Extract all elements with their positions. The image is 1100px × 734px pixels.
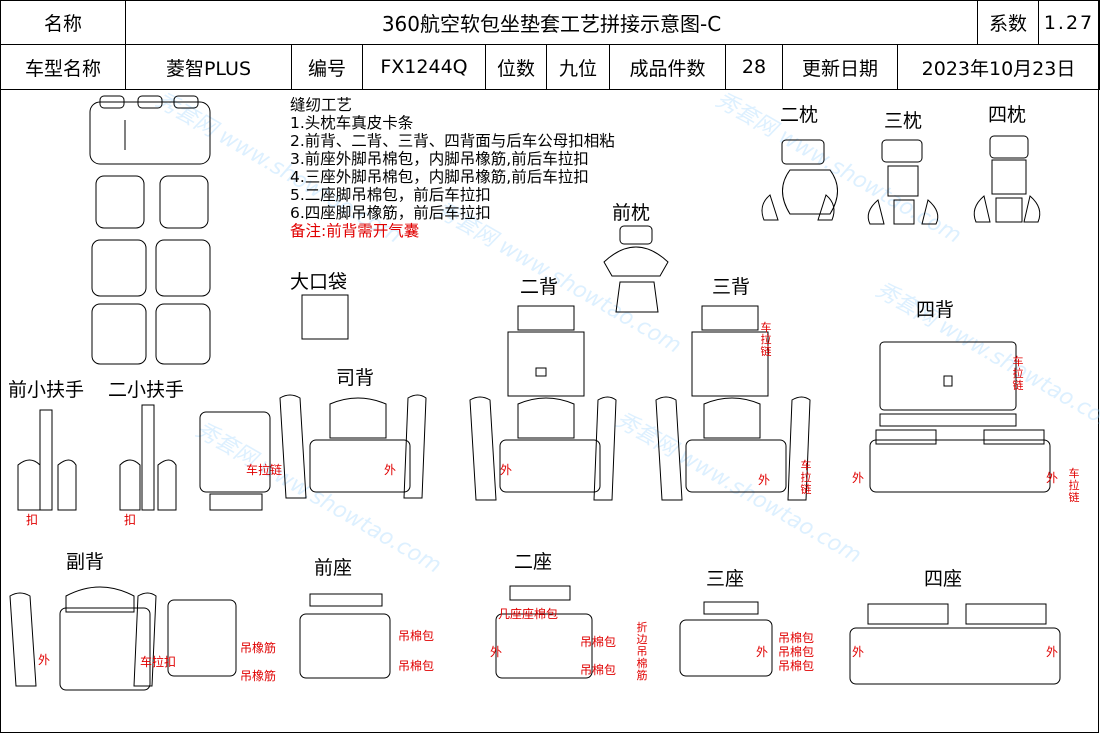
sewing-notes: 缝纫工艺 1.头枕车真皮卡条 2.前背、二背、三背、四背面与后车公母扣相粘 3.… [290,96,615,240]
label-front-pillow: 前枕 [612,202,651,224]
annotation-zipper: 车拉链 [246,463,283,477]
label-pillow-3: 三枕 [884,110,923,132]
annotation-outer: 外 [38,653,51,667]
annotation-outer: 外 [852,645,865,659]
notes-title: 缝纫工艺 [290,96,353,114]
note-item: 2.前背、二背、三背、四背面与后车公母扣相粘 [290,132,615,150]
label-pillow-2: 二枕 [780,104,819,126]
annotation-zipper-buckle: 车拉扣 [140,655,177,669]
annotation-cotton-bag: 吊棉包 [778,631,815,645]
notes-remark: 备注:前背需开气囊 [290,222,420,240]
annotation-outer: 外 [1046,471,1059,485]
label-front-armrest: 前小扶手 [8,379,85,401]
armrest-patterns [17,404,177,511]
note-item: 4.三座外脚吊棉包，内脚吊橡筋,前后车拉扣 [290,168,589,186]
annotation-seat-elastic: 吊橡筋 [240,669,277,683]
label-passenger-back: 副背 [66,551,105,573]
annotation-cotton-bag: 吊棉包 [580,635,617,649]
annotation-buckle: 扣 [26,513,39,527]
label-pillow-4: 四枕 [988,104,1027,126]
label-armrest-2: 二小扶手 [108,379,185,401]
label-back-3: 三背 [712,276,751,298]
annotation-cotton-bag: 吊棉包 [398,629,435,643]
label-driver-back: 司背 [336,367,375,389]
annotation-outer: 外 [1046,645,1059,659]
back-patterns-upper [507,305,1017,427]
note-item: 3.前座外脚吊棉包，内脚吊橡筋,前后车拉扣 [290,150,589,168]
note-item: 1.头枕车真皮卡条 [290,114,414,132]
annotation-fold: 折边吊棉筋 [636,621,648,682]
header-table: 名称 360航空软包坐垫套工艺拼接示意图-C 系数 1.27 车型名称 菱智PL… [0,0,1100,90]
annotation-cotton-bag: 吊棉包 [398,659,435,673]
annotation-outer: 外 [500,463,513,477]
annotation-zipper-vertical: 车拉链 [1012,355,1024,392]
annotation-cotton-bag: 吊棉包 [778,645,815,659]
label-back-2: 二背 [520,276,559,298]
annotation-outer: 外 [758,473,771,487]
annotation-zipper-vertical: 车拉链 [760,321,772,358]
label-back-4: 四背 [916,299,955,321]
vehicle-seat-layout [89,95,211,365]
note-item: 5.二座脚吊棉包，前后车拉扣 [290,186,491,204]
label-front-seat: 前座 [314,557,353,579]
label-seat-2: 二座 [514,551,553,573]
annotation-seat-2-label: 几座座棉包 [498,607,559,621]
annotation-outer: 外 [384,463,397,477]
label-big-pocket: 大口袋 [290,271,348,293]
label-seat-3: 三座 [706,568,745,590]
annotation-cotton-bag: 吊棉包 [778,659,815,673]
pillow-patterns [603,135,1041,313]
label-seat-4: 四座 [924,568,963,590]
big-pocket-shape [301,294,349,340]
note-item: 6.四座脚吊橡筋，前后车拉扣 [290,204,491,222]
back-patterns-lower [9,394,1051,691]
annotation-outer: 外 [490,645,503,659]
annotation-outer: 外 [852,471,865,485]
annotation-zipper-vertical: 车拉链 [800,459,812,496]
annotation-zipper-vertical: 车拉链 [1068,467,1080,504]
annotation-cotton-bag: 吊棉包 [580,663,617,677]
annotation-elastic: 吊橡筋 [240,641,277,655]
annotation-buckle: 扣 [124,513,137,527]
annotation-outer: 外 [756,645,769,659]
seat-patterns [299,585,1061,685]
